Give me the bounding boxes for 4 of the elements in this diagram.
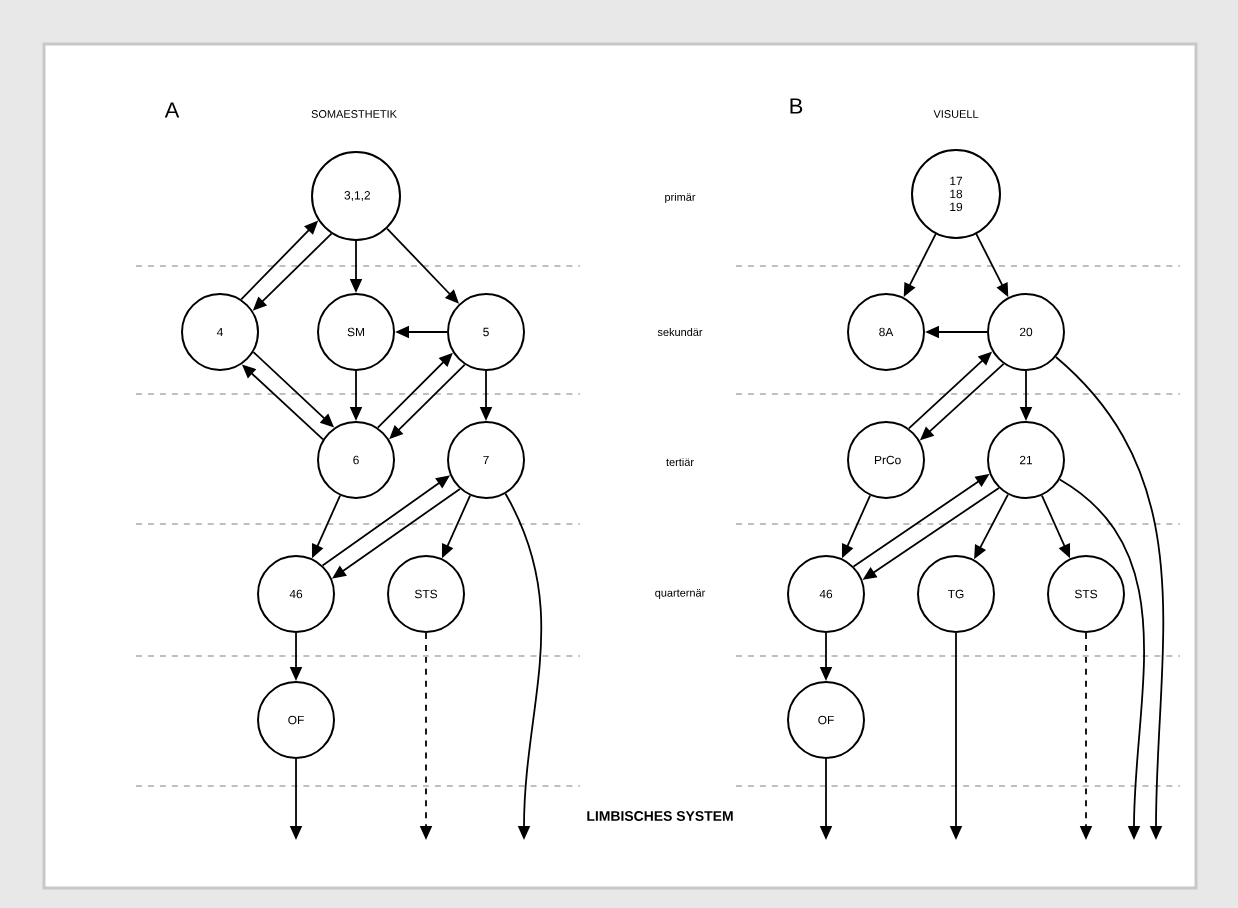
panel-letter: A: [164, 102, 180, 118]
panel-letter: B: [790, 98, 803, 114]
arrow: [332, 488, 461, 579]
arrow: [386, 227, 459, 304]
